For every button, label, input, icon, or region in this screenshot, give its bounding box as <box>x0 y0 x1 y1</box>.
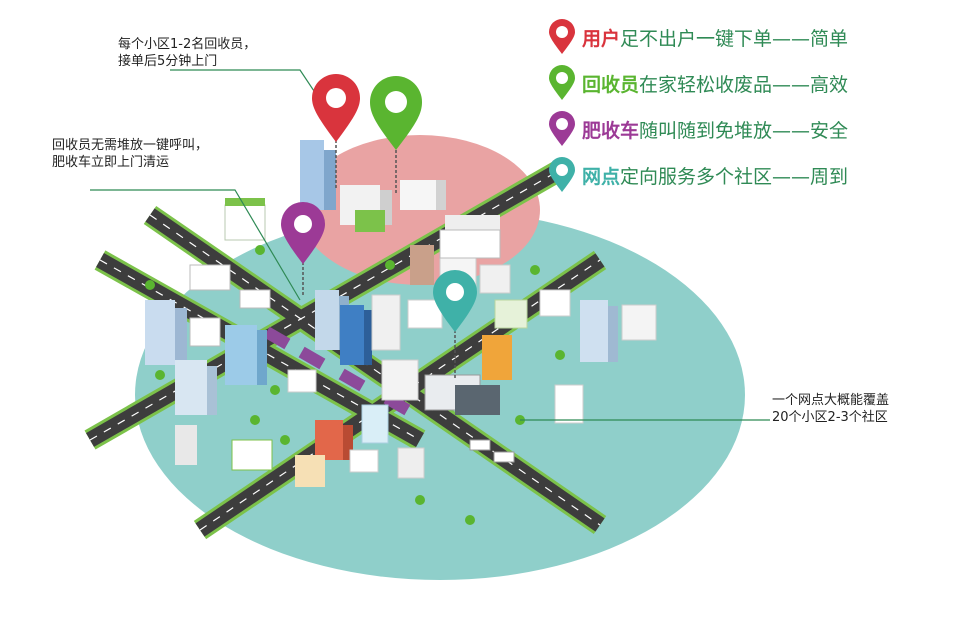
legend-item-station: 网点定向服务多个社区——周到 <box>548 152 968 198</box>
legend-item-truck: 肥收车随叫随到免堆放——安全 <box>548 106 968 152</box>
collector-callout: 每个小区1-2名回收员， 接单后5分钟上门 <box>118 36 256 70</box>
red-pin-icon <box>549 19 575 54</box>
station-callout-line2: 20个小区2-3个社区 <box>772 410 888 425</box>
station-callout-line1: 一个网点大概能覆盖 <box>772 393 890 408</box>
role-legend: 用户足不出户一键下单——简单 回收员在家轻松收废品——高效 肥收车随叫随到免堆放… <box>548 14 968 198</box>
truck-callout-line2: 肥收车立即上门清运 <box>52 155 170 170</box>
truck-callout: 回收员无需堆放一键呼叫， 肥收车立即上门清运 <box>52 137 208 171</box>
collector-callout-line2: 接单后5分钟上门 <box>118 54 218 69</box>
station-callout: 一个网点大概能覆盖 20个小区2-3个社区 <box>772 392 889 426</box>
legend-desc: 定向服务多个社区——周到 <box>620 165 849 188</box>
legend-key: 网点 <box>582 165 621 188</box>
user-pin-icon <box>312 74 360 190</box>
green-pin-icon <box>549 65 575 100</box>
trees <box>145 245 565 525</box>
legend-item-user: 用户足不出户一键下单——简单 <box>548 14 968 60</box>
station-pin-icon <box>433 270 477 380</box>
buildings <box>145 140 657 487</box>
truck-callout-line1: 回收员无需堆放一键呼叫， <box>52 138 209 153</box>
legend-desc: 随叫随到免堆放——安全 <box>639 119 849 142</box>
legend-key: 回收员 <box>582 73 640 96</box>
purple-pin-icon <box>549 111 575 146</box>
truck-pin-icon <box>281 202 325 295</box>
legend-key: 用户 <box>582 27 621 50</box>
teal-pin-icon <box>549 157 575 192</box>
collector-pin-icon <box>370 76 422 195</box>
legend-item-collector: 回收员在家轻松收废品——高效 <box>548 60 968 106</box>
collector-callout-line1: 每个小区1-2名回收员， <box>118 37 257 52</box>
legend-key: 肥收车 <box>582 119 640 142</box>
legend-desc: 在家轻松收废品——高效 <box>639 73 849 96</box>
legend-desc: 足不出户一键下单——简单 <box>620 27 849 50</box>
